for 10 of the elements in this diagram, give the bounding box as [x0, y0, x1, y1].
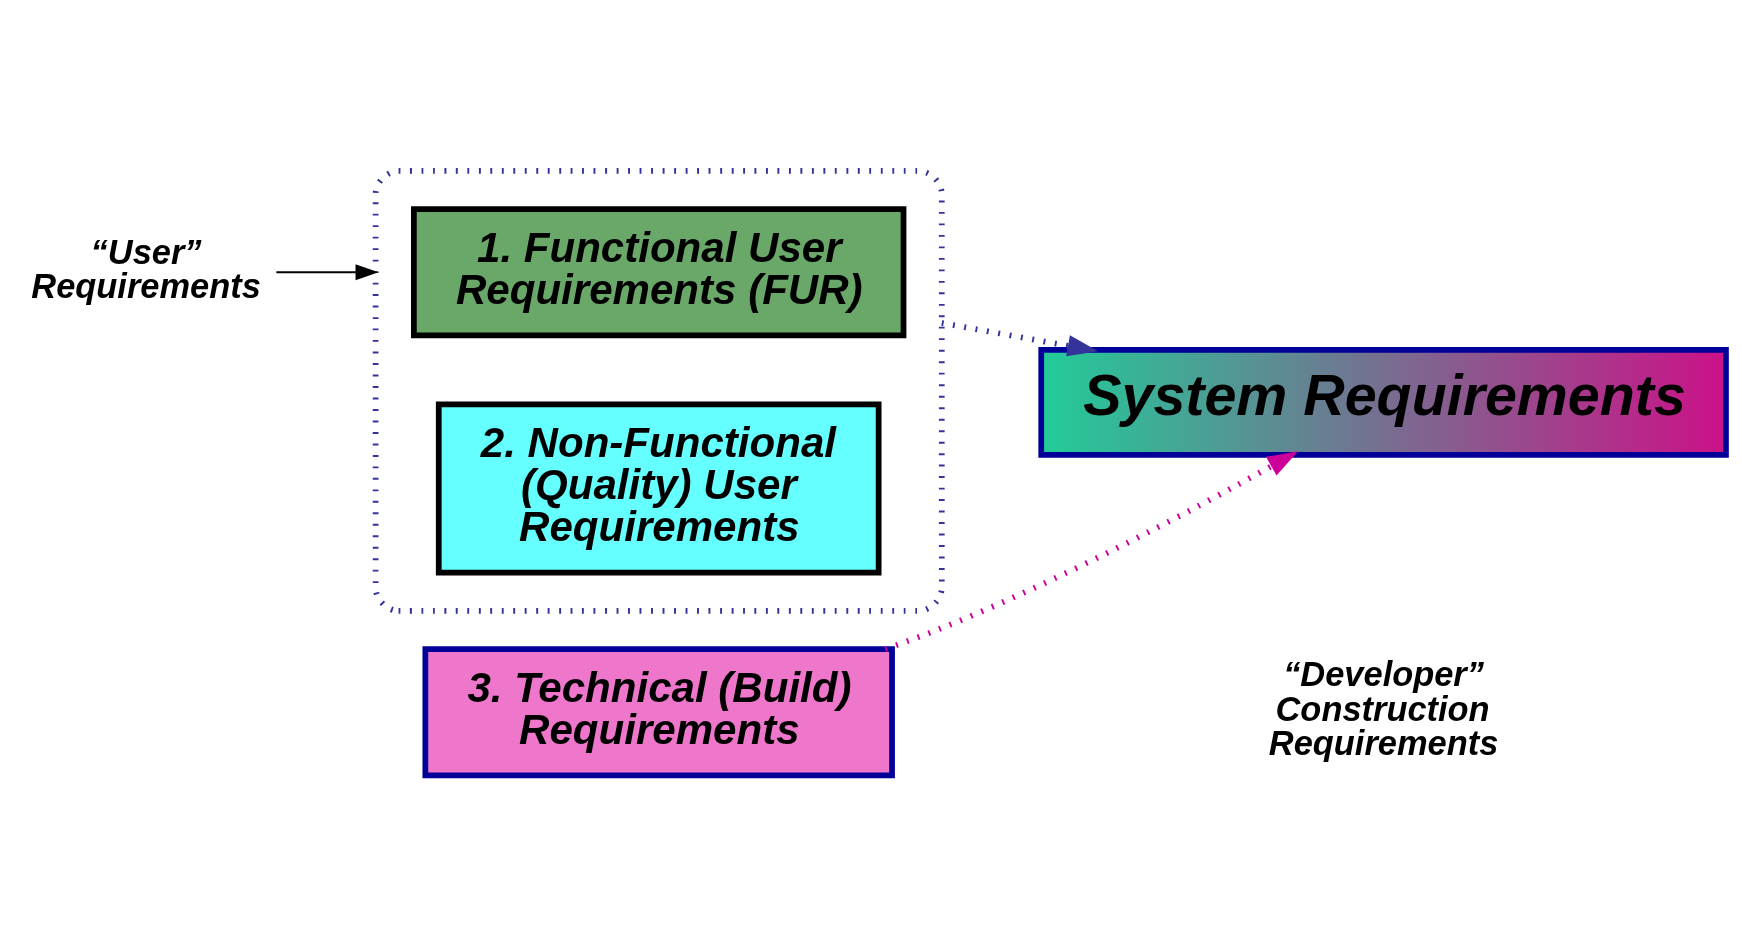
arrow	[884, 450, 1298, 652]
arrow	[941, 319, 1099, 356]
node-box: 3. Technical (Build) Requirements	[422, 645, 895, 778]
node-box: 2. Non-Functional (Quality) User Requirements	[435, 400, 882, 575]
cluster	[372, 167, 945, 614]
label: “Developer” Construction Requirements	[1268, 654, 1499, 762]
arrow	[275, 263, 379, 280]
node-box: 1. Functional User Requirements (FUR)	[411, 205, 907, 338]
node-box: System Requirements	[1038, 346, 1729, 458]
node-text: “User” Requirements	[31, 232, 261, 305]
